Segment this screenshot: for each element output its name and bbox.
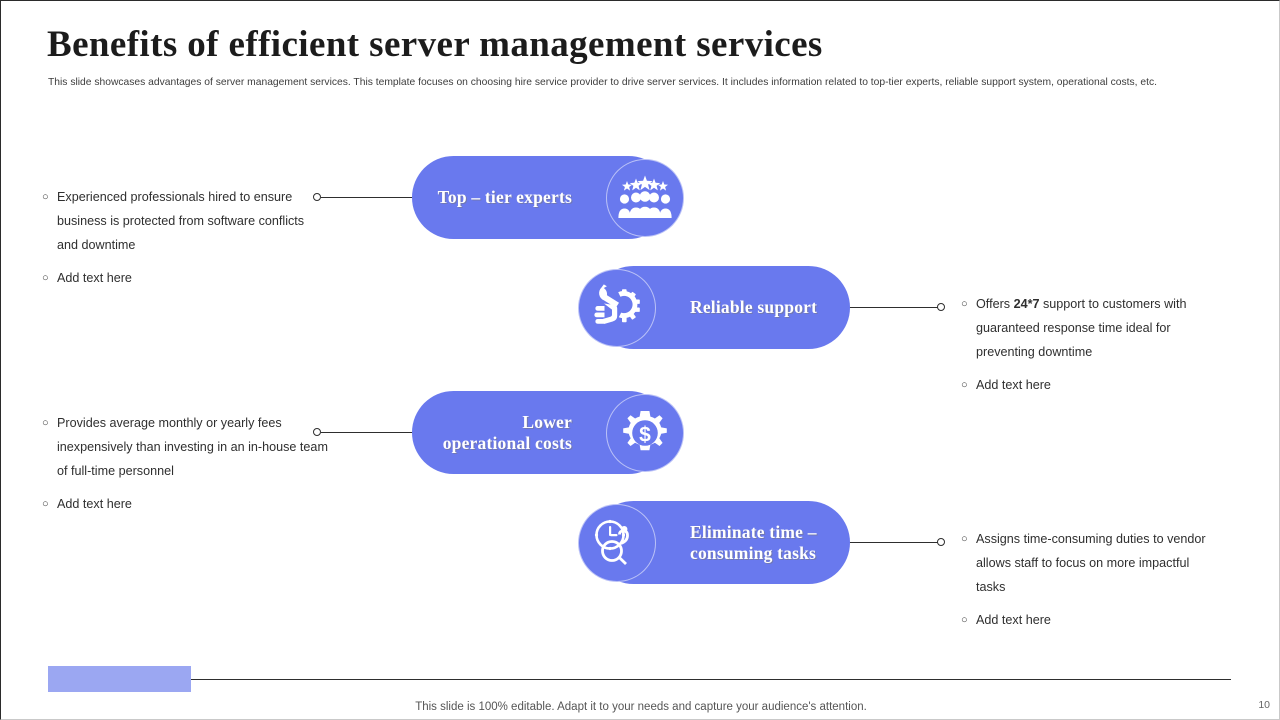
star-rating-people-icon — [606, 158, 684, 237]
benefit-text-block-top-tier-experts: ○ Experienced professionals hired to ens… — [42, 185, 312, 299]
connector-dot-0 — [313, 193, 321, 201]
benefit-pill-lower-operational-costs[interactable]: Lower operational costs $ — [412, 391, 684, 474]
connector-line-1 — [846, 307, 943, 308]
page-title: Benefits of efficient server management … — [47, 24, 823, 65]
list-item: ○ Add text here — [42, 492, 332, 516]
list-item-text: Experienced professionals hired to ensur… — [57, 190, 305, 252]
list-item-text: Provides average monthly or yearly fees … — [57, 416, 328, 478]
list-item: ○ Add text here — [961, 373, 1221, 397]
bullet-circle-icon: ○ — [961, 298, 968, 310]
gear-dollar-icon: $ — [606, 393, 684, 472]
connector-line-0 — [321, 197, 416, 198]
pill-label: Reliable support — [690, 297, 818, 317]
bullet-circle-icon: ○ — [961, 533, 968, 545]
bullet-circle-icon: ○ — [42, 191, 49, 203]
list-item-text: Offers 24*7 support to customers with gu… — [976, 297, 1187, 359]
list-item: ○ Experienced professionals hired to ens… — [42, 185, 312, 257]
list-item: ○ Offers 24*7 support to customers with … — [961, 292, 1221, 364]
bullet-circle-icon: ○ — [42, 417, 49, 429]
list-item-text: Assigns time-consuming duties to vendor … — [976, 532, 1206, 594]
connector-dot-2 — [313, 428, 321, 436]
pill-label: Top – tier experts — [437, 187, 572, 207]
connector-dot-1 — [937, 303, 945, 311]
benefit-text-block-eliminate-time-consuming-tasks: ○ Assigns time-consuming duties to vendo… — [961, 527, 1211, 641]
connector-line-3 — [846, 542, 943, 543]
svg-text:$: $ — [639, 423, 651, 446]
list-item-text: Add text here — [976, 378, 1051, 392]
pill-label: Eliminate time – consuming tasks — [690, 521, 817, 563]
bullet-circle-icon: ○ — [961, 379, 968, 391]
list-item: ○ Provides average monthly or yearly fee… — [42, 411, 332, 483]
list-item-text: Add text here — [976, 613, 1051, 627]
connector-line-2 — [321, 432, 416, 433]
list-item-text: Add text here — [57, 497, 132, 511]
bullet-circle-icon: ○ — [961, 614, 968, 626]
page-number: 10 — [1258, 699, 1270, 711]
list-item: ○ Add text here — [42, 266, 312, 290]
pill-label: Lower operational costs — [442, 411, 572, 453]
footer-note: This slide is 100% editable. Adapt it to… — [415, 701, 867, 713]
benefit-pill-reliable-support[interactable]: Reliable support — [578, 266, 850, 349]
list-item: ○ Add text here — [961, 608, 1211, 632]
footer-divider-line — [191, 679, 1231, 680]
page-subtitle: This slide showcases advantages of serve… — [48, 77, 1157, 88]
benefit-pill-eliminate-time-consuming-tasks[interactable]: Eliminate time – consuming tasks — [578, 501, 850, 584]
list-item: ○ Assigns time-consuming duties to vendo… — [961, 527, 1211, 599]
benefit-text-block-lower-operational-costs: ○ Provides average monthly or yearly fee… — [42, 411, 332, 525]
footer-accent-bar — [48, 666, 191, 692]
hand-wrench-gear-icon — [578, 268, 656, 347]
clock-magnifier-icon — [578, 503, 656, 582]
benefit-text-block-reliable-support: ○ Offers 24*7 support to customers with … — [961, 292, 1221, 406]
list-item-text: Add text here — [57, 271, 132, 285]
bullet-circle-icon: ○ — [42, 272, 49, 284]
connector-dot-3 — [937, 538, 945, 546]
benefit-pill-top-tier-experts[interactable]: Top – tier experts — [412, 156, 684, 239]
bullet-circle-icon: ○ — [42, 498, 49, 510]
